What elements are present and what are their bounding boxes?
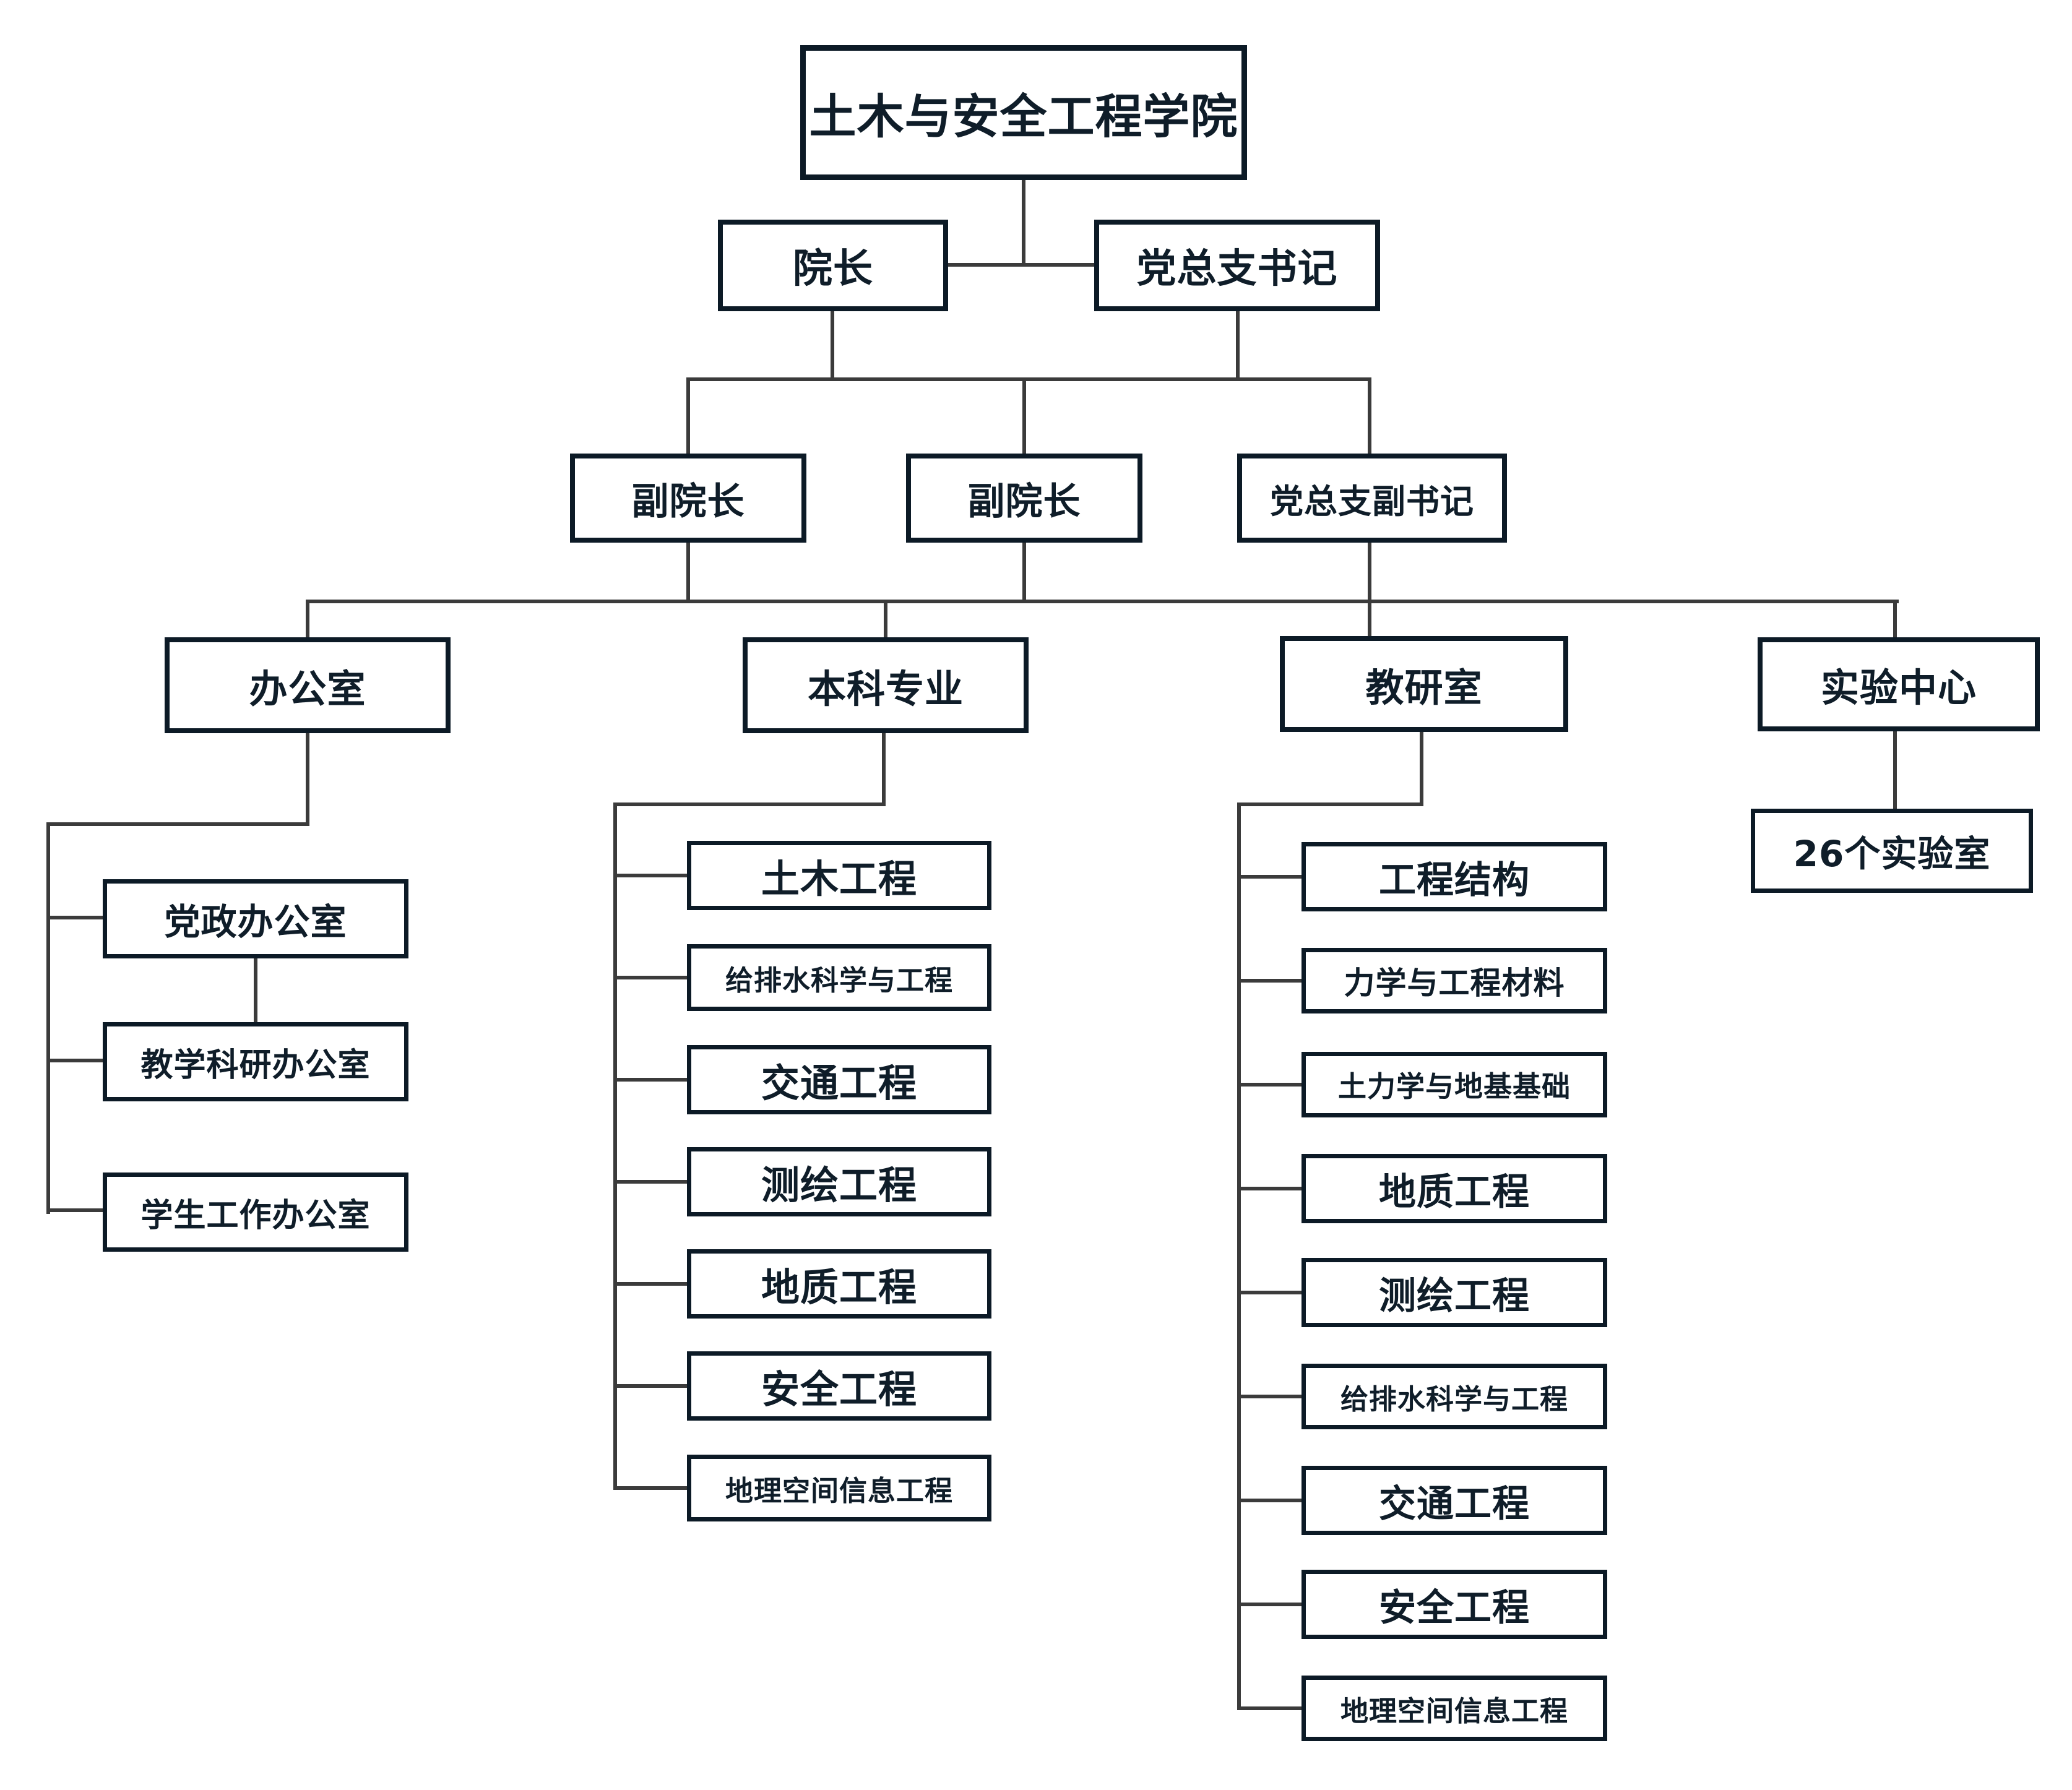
connector-line <box>1237 1291 1304 1294</box>
connector-line <box>613 802 617 1490</box>
major-civil-engineering: 土木工程 <box>687 841 991 910</box>
section-traffic-engineering: 交通工程 <box>1301 1466 1607 1535</box>
connector-line <box>1236 309 1240 379</box>
student-affairs-office-box: 学生工作办公室 <box>103 1173 408 1252</box>
connector-line <box>1022 381 1026 455</box>
connector-line <box>1237 802 1241 1710</box>
lab-center-box: 实验中心 <box>1758 637 2040 731</box>
party-branch-secretary-box: 党总支书记 <box>1094 220 1380 311</box>
connector-line <box>1237 1499 1304 1502</box>
connector-line <box>1237 1395 1304 1398</box>
connector-line <box>306 600 1899 603</box>
connector-line <box>1237 1603 1304 1606</box>
connector-line <box>613 1078 689 1082</box>
connector-line <box>46 822 50 1214</box>
connector-line <box>306 603 309 639</box>
connector-line <box>613 1180 689 1184</box>
connector-line <box>1237 979 1304 983</box>
section-surveying-mapping: 测绘工程 <box>1301 1258 1607 1327</box>
connector-line <box>254 957 257 1024</box>
connector-line <box>1237 875 1304 879</box>
teaching-research-office-box: 教研室 <box>1280 636 1568 732</box>
connector-line <box>613 1486 689 1490</box>
connector-line <box>613 802 886 806</box>
section-safety-engineering: 安全工程 <box>1301 1570 1607 1639</box>
vice-dean-box-1: 副院长 <box>570 454 806 543</box>
connector-line <box>1368 541 1371 603</box>
major-geological-engineering: 地质工程 <box>687 1249 991 1319</box>
major-safety-engineering: 安全工程 <box>687 1351 991 1421</box>
connector-line <box>1893 730 1897 811</box>
major-surveying-mapping: 测绘工程 <box>687 1147 991 1216</box>
connector-line <box>613 1384 689 1388</box>
major-geospatial-info: 地理空间信息工程 <box>687 1455 991 1521</box>
party-admin-office-box: 党政办公室 <box>103 879 408 958</box>
section-soil-mechanics-foundation: 土力学与地基基础 <box>1301 1052 1607 1117</box>
connector-line <box>46 1059 105 1062</box>
vice-dean-box-2: 副院长 <box>906 454 1142 543</box>
dean-box: 院长 <box>718 220 948 311</box>
deputy-party-secretary-box: 党总支副书记 <box>1237 454 1507 543</box>
connector-line <box>1237 802 1423 806</box>
connector-line <box>1022 180 1025 267</box>
connector-line <box>613 874 689 877</box>
connector-line <box>882 732 886 806</box>
section-engineering-structure: 工程结构 <box>1301 842 1607 911</box>
office-box: 办公室 <box>165 637 451 733</box>
connector-line <box>1368 603 1371 637</box>
connector-line <box>686 381 690 455</box>
connector-line <box>1368 381 1371 455</box>
connector-line <box>1237 1187 1304 1190</box>
major-traffic-engineering: 交通工程 <box>687 1045 991 1114</box>
connector-line <box>1022 541 1026 603</box>
connector-line <box>1237 1706 1304 1710</box>
connector-line <box>686 377 1371 381</box>
connector-line <box>948 263 1095 267</box>
connector-line <box>46 822 309 826</box>
connector-line <box>306 732 309 826</box>
connector-line <box>1237 1083 1304 1086</box>
connector-line <box>46 916 105 919</box>
connector-line <box>1420 729 1423 806</box>
labs-box: 26个实验室 <box>1751 809 2033 893</box>
section-mechanics-materials: 力学与工程材料 <box>1301 948 1607 1013</box>
connector-line <box>46 1208 105 1212</box>
teaching-research-admin-office-box: 教学科研办公室 <box>103 1022 408 1101</box>
section-geological-engineering: 地质工程 <box>1301 1154 1607 1223</box>
college-box: 土木与安全工程学院 <box>800 45 1247 180</box>
section-water-supply-drainage: 给排水科学与工程 <box>1301 1364 1607 1429</box>
connector-line <box>613 1282 689 1286</box>
connector-line <box>1893 603 1897 639</box>
section-geospatial-info: 地理空间信息工程 <box>1301 1676 1607 1741</box>
connector-line <box>884 603 887 639</box>
connector-line <box>686 541 690 603</box>
connector-line <box>831 309 834 379</box>
major-water-supply-drainage: 给排水科学与工程 <box>687 944 991 1011</box>
undergraduate-programs-box: 本科专业 <box>743 637 1029 733</box>
connector-line <box>613 976 689 979</box>
